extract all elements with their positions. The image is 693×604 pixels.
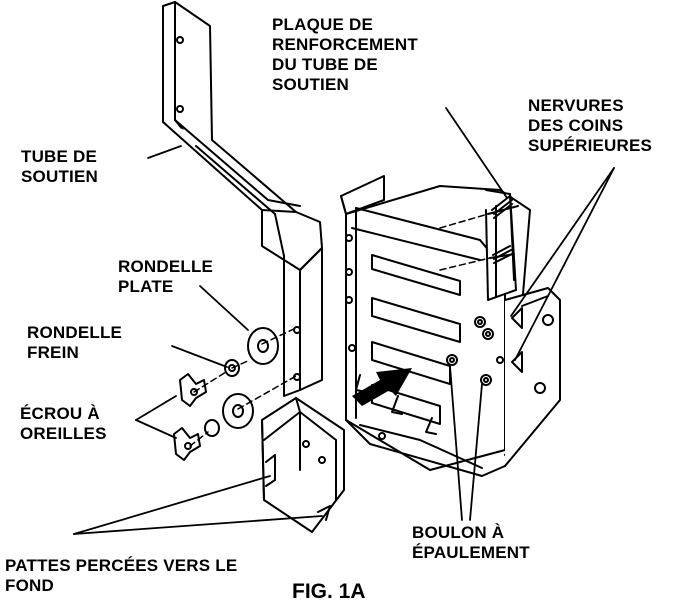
- label-nervures: NERVURES DES COINS SUPÉRIEURES: [528, 96, 652, 156]
- label-plaque-line-2: RENFORCEMENT: [272, 35, 418, 54]
- label-ecrou-a-oreilles: ÉCROU À OREILLES: [20, 404, 107, 444]
- label-tube-line-2: SOUTIEN: [21, 167, 98, 186]
- main-bracket: [340, 175, 561, 477]
- label-boulon-line-1: BOULON À: [412, 523, 505, 542]
- label-rondelle-frein: RONDELLE FREIN: [27, 323, 122, 363]
- label-boulon-line-2: ÉPAULEMENT: [412, 543, 530, 562]
- label-nervures-line-2: DES COINS: [528, 116, 624, 135]
- label-pattes-line-1: PATTES PERCÉES VERS LE: [5, 556, 238, 575]
- label-plaque-line-3: DU TUBE DE: [272, 55, 378, 74]
- leader-lines: [73, 107, 615, 535]
- label-rondelle-frein-line-1: RONDELLE: [27, 323, 123, 342]
- label-pattes-percees: PATTES PERCÉES VERS LE FOND: [5, 556, 237, 596]
- wing-nut-upper: [179, 373, 207, 407]
- label-plaque-renforcement: PLAQUE DE RENFORCEMENT DU TUBE DE SOUTIE…: [272, 15, 418, 95]
- label-tube-de-soutien: TUBE DE SOUTIEN: [21, 147, 98, 187]
- wing-nut-lower: [173, 427, 201, 461]
- label-boulon-a-epaulement: BOULON À ÉPAULEMENT: [412, 523, 530, 563]
- alignment-lines: [189, 213, 491, 447]
- label-tube-line-1: TUBE DE: [21, 147, 98, 166]
- direction-arrow: [352, 368, 412, 406]
- label-rondelle-frein-line-2: FREIN: [27, 343, 79, 362]
- label-plaque-line-1: PLAQUE DE: [272, 15, 373, 34]
- label-rondelle-plate: RONDELLE PLATE: [118, 257, 213, 297]
- label-nervures-line-3: SUPÉRIEURES: [528, 136, 653, 155]
- reinforcement-plate: [485, 189, 519, 301]
- flat-washer-lower: [222, 393, 254, 429]
- label-nervures-line-1: NERVURES: [528, 96, 624, 115]
- shoulder-bolts: [446, 316, 494, 386]
- support-tube: [162, 1, 323, 397]
- label-rondelle-plate-line-2: PLATE: [118, 277, 174, 296]
- bottom-bracket: [261, 397, 345, 533]
- corner-rib-top: [511, 307, 523, 329]
- label-rondelle-plate-line-1: RONDELLE: [118, 257, 214, 276]
- label-ecrou-line-2: OREILLES: [20, 424, 107, 443]
- flat-washer: [247, 327, 279, 365]
- label-pattes-line-2: FOND: [5, 576, 54, 595]
- label-plaque-line-4: SOUTIEN: [272, 75, 349, 94]
- figure-caption: FIG. 1A: [292, 580, 366, 603]
- label-ecrou-line-1: ÉCROU À: [20, 404, 100, 423]
